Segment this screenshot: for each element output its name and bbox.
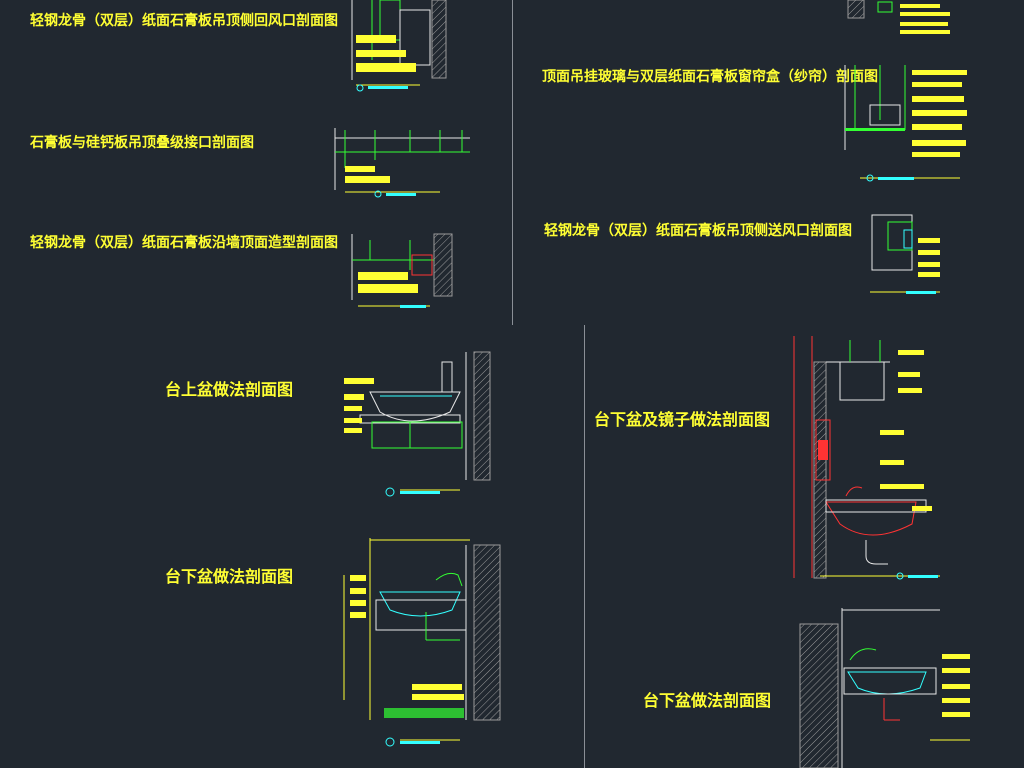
drawing-over-counter-basin	[344, 351, 491, 497]
drawing-wall-ceiling-shape	[351, 233, 453, 308]
drawing-under-counter-basin-right	[799, 608, 970, 768]
title-ceiling-supply-vent: 轻钢龙骨（双层）纸面石膏板吊顶侧送风口剖面图	[544, 223, 852, 239]
title-under-counter-basin-right: 台下盆做法剖面图	[643, 691, 772, 710]
title-under-basin-mirror: 台下盆及镜子做法剖面图	[594, 410, 771, 429]
title-glass-curtain-box: 顶面吊挂玻璃与双层纸面石膏板窗帘盒（纱帘）剖面图	[542, 69, 878, 85]
vertical-divider-top	[512, 0, 513, 325]
drawing-glass-curtain-box	[844, 65, 967, 182]
drawing-gypsum-calcium-joint	[334, 128, 470, 198]
title-over-counter-basin: 台上盆做法剖面图	[165, 380, 294, 399]
title-gypsum-calcium-joint: 石膏板与硅钙板吊顶叠级接口剖面图	[30, 135, 254, 151]
drawing-ceiling-return-vent	[351, 0, 447, 92]
drawing-under-counter-basin-left	[343, 538, 501, 747]
drawing-under-basin-mirror	[793, 336, 940, 580]
title-ceiling-return-vent: 轻钢龙骨（双层）纸面石膏板吊顶侧回风口剖面图	[30, 13, 338, 29]
drawing-ceiling-supply-vent	[870, 214, 940, 294]
title-wall-ceiling-shape: 轻钢龙骨（双层）纸面石膏板沿墙顶面造型剖面图	[30, 235, 338, 251]
title-under-counter-basin-left: 台下盆做法剖面图	[165, 567, 294, 586]
drawing-top-right-fragment	[847, 0, 950, 34]
vertical-divider-bottom	[584, 325, 585, 768]
